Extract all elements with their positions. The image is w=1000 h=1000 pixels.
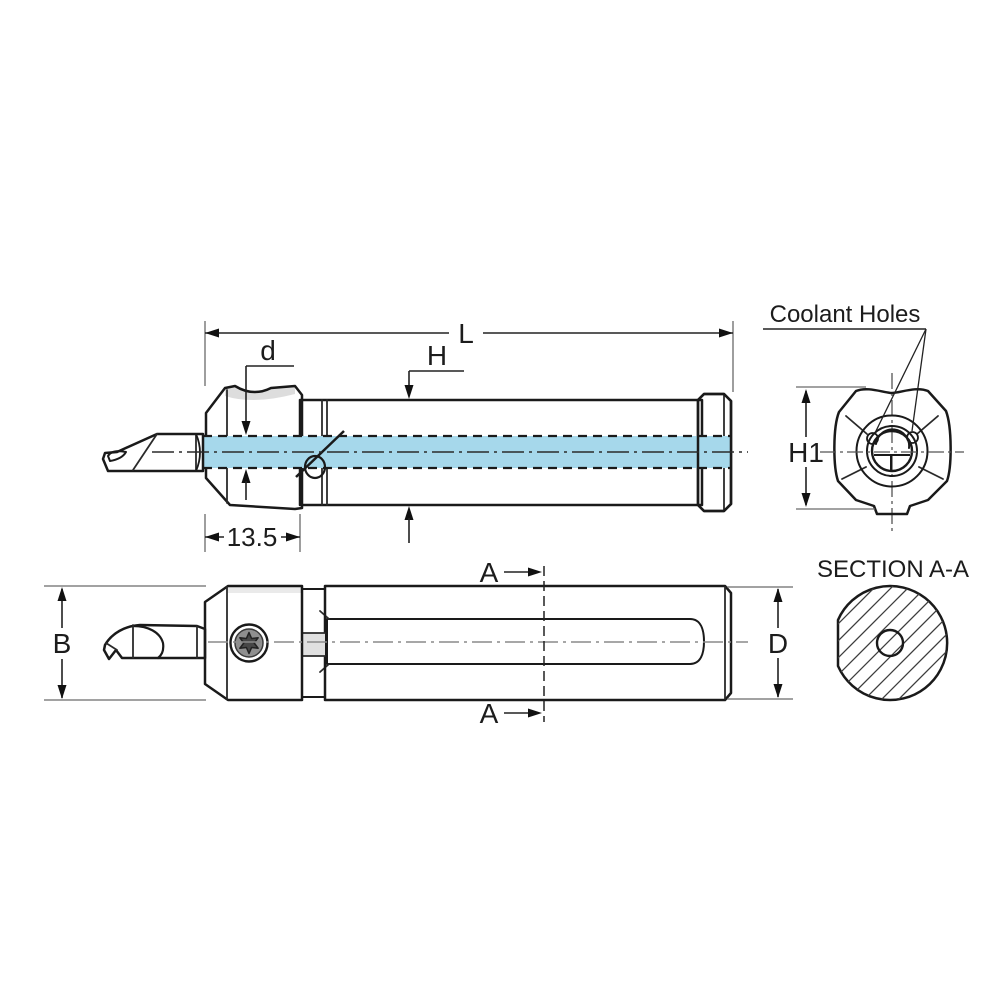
boring-tool-bottom-view <box>102 623 207 661</box>
front-end-view: H1 Coolant Holes <box>763 301 964 532</box>
bore-sleeve-front <box>866 425 918 477</box>
torx-star-icon <box>239 631 259 655</box>
holder-body-front <box>833 387 952 516</box>
tool-tip-notch <box>107 450 127 462</box>
dim-H-label: H <box>427 340 447 371</box>
dim-D: D <box>727 586 793 700</box>
section-a-a-view: SECTION A-A <box>817 556 969 702</box>
head-top-facet-shading <box>225 386 295 401</box>
dim-13-5-label: 13.5 <box>227 522 278 552</box>
tool-insert-front <box>870 429 914 473</box>
coolant-hole-left <box>866 432 879 445</box>
dim-H: H <box>404 340 464 543</box>
coolant-inlet-line <box>295 430 345 478</box>
dim-d-label: d <box>260 335 276 366</box>
coolant-holes-label: Coolant Holes <box>770 301 921 328</box>
top-side-view: L d H 13.5 <box>101 318 748 552</box>
head-shading <box>228 586 302 593</box>
section-line-A-A: A A <box>480 557 545 729</box>
hatch-lines <box>838 586 948 701</box>
coolant-hole-right <box>906 431 919 444</box>
dim-H1-label: H1 <box>788 437 824 468</box>
set-screw-side <box>303 454 327 480</box>
clamp-ring-front <box>855 414 929 488</box>
section-title: SECTION A-A <box>817 556 969 583</box>
section-A-top-label: A <box>480 557 499 588</box>
clamp-slot <box>302 633 325 656</box>
coolant-holes-callout: Coolant Holes <box>763 301 927 434</box>
dim-13-5: 13.5 <box>204 514 301 552</box>
section-A-bottom-label: A <box>480 698 499 729</box>
dim-D-label: D <box>768 628 788 659</box>
torx-screw <box>229 623 269 663</box>
dim-H1: H1 <box>788 386 875 510</box>
clamp-head-bottom-view <box>203 584 304 702</box>
dim-L-label: L <box>458 318 474 349</box>
dim-B: B <box>44 585 206 701</box>
dim-L: L <box>204 318 734 392</box>
coolant-bore-section <box>875 628 905 658</box>
dim-d: d <box>241 335 294 500</box>
boring-tool-top-view <box>101 432 205 473</box>
dim-B-label: B <box>53 628 72 659</box>
clamp-head-top-view <box>204 384 304 511</box>
shank-bottom-view <box>323 584 733 702</box>
bottom-side-view: B A A D <box>44 557 793 729</box>
